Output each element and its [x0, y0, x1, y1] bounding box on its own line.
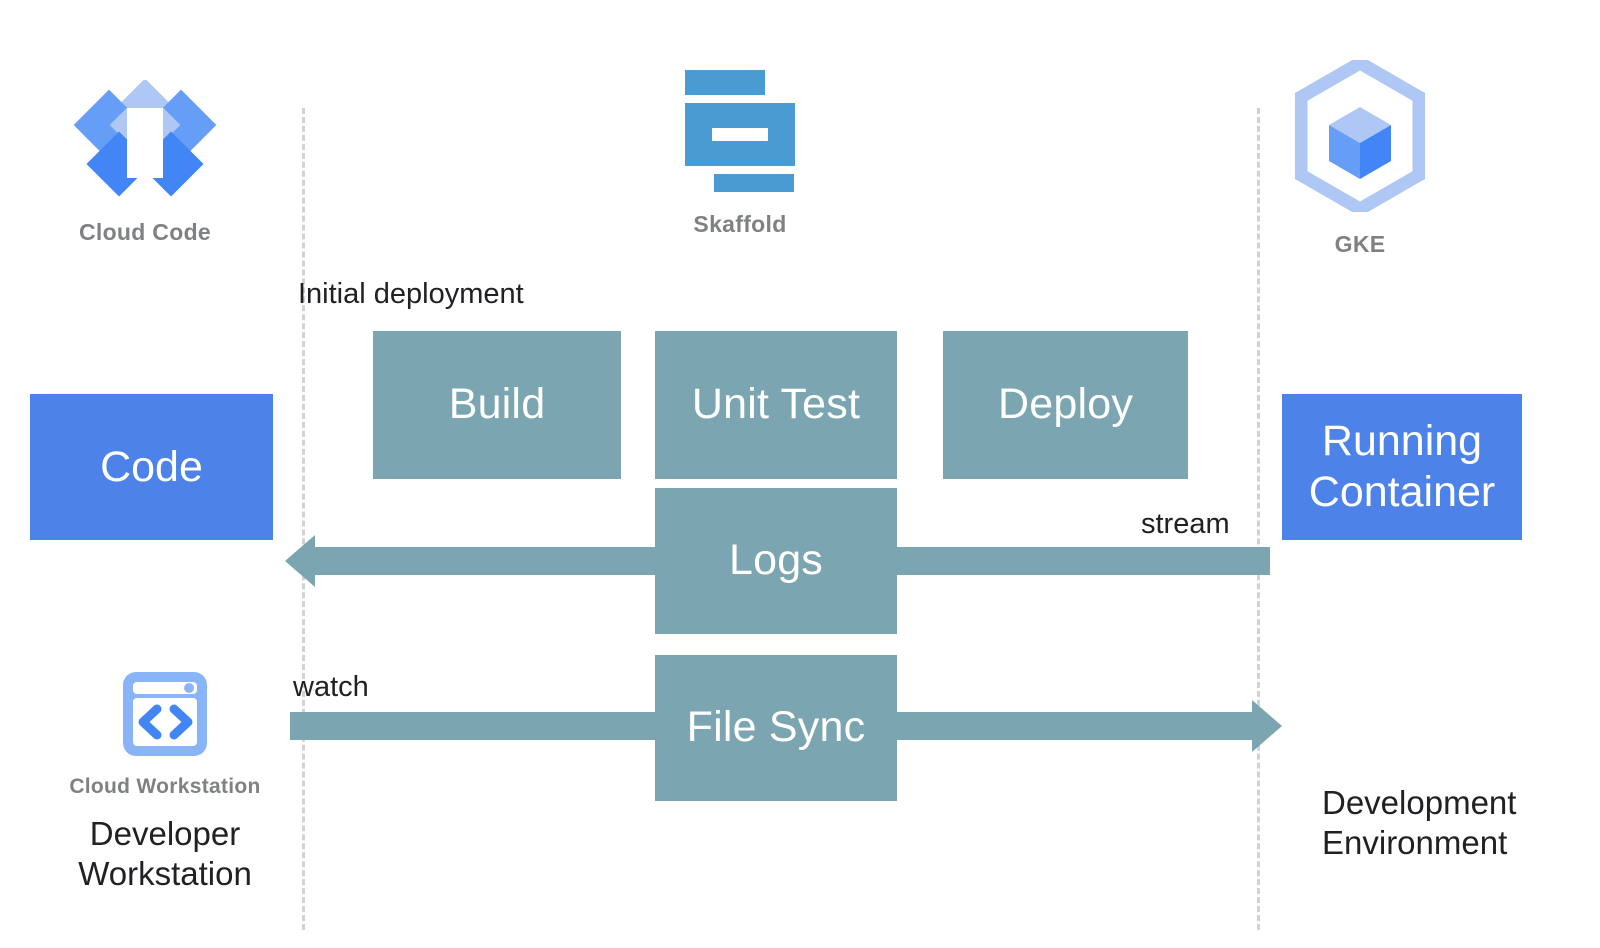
product-cloud-workstation: Cloud Workstation [40, 668, 290, 799]
label-watch: watch [293, 671, 369, 703]
stage-box-logs[interactable]: Logs [655, 488, 897, 634]
stage-box-build[interactable]: Build [373, 331, 621, 479]
product-label-cloud-code: Cloud Code [78, 219, 212, 245]
caption-developer-workstation: Developer Workstation [78, 815, 252, 892]
product-label-cloud-workstation: Cloud Workstation [69, 775, 261, 798]
caption-development-environment: Development Environment [1322, 784, 1517, 861]
endpoint-box-code[interactable]: Code [30, 394, 273, 540]
product-gke: GKE [1260, 55, 1460, 258]
gke-hexagon-cube-icon [1294, 55, 1426, 217]
product-skaffold: Skaffold [620, 70, 860, 238]
boundary-line-right [1257, 108, 1260, 930]
endpoint-box-running-container[interactable]: Running Container [1282, 394, 1522, 540]
product-cloud-code: Cloud Code [0, 78, 290, 246]
boundary-line-left [302, 108, 305, 930]
stage-box-deploy[interactable]: Deploy [943, 331, 1188, 479]
cloud-code-diamonds-icon [71, 78, 219, 205]
skaffold-s-icon [681, 70, 799, 197]
label-initial-deployment: Initial deployment [298, 278, 524, 310]
product-label-skaffold: Skaffold [693, 211, 787, 237]
cloud-workstation-code-window-icon [119, 668, 211, 765]
product-label-gke: GKE [1334, 231, 1386, 257]
label-stream: stream [1141, 508, 1230, 540]
stage-box-file-sync[interactable]: File Sync [655, 655, 897, 801]
stage-box-unit-test[interactable]: Unit Test [655, 331, 897, 479]
